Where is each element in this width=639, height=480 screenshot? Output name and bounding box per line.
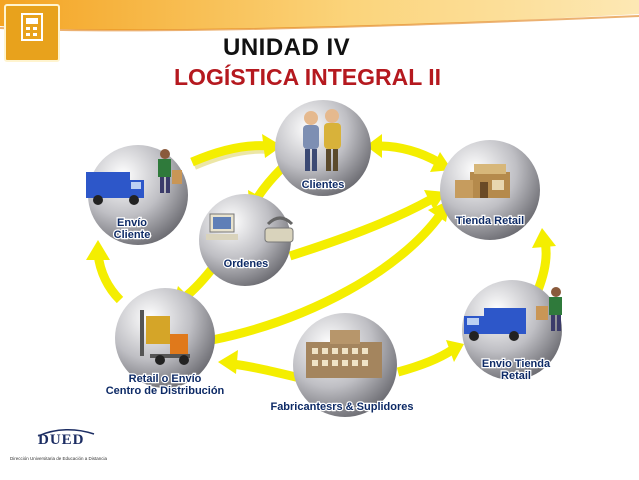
arrow-envio-tienda-to-tienda xyxy=(533,241,551,292)
store-icon xyxy=(455,164,510,198)
label-ordenes: Ordenes xyxy=(224,258,269,270)
unit-title: UNIDAD IV xyxy=(223,34,351,61)
label-line: Cliente xyxy=(114,229,151,241)
arrow-fabricantes-to-envio-tienda xyxy=(396,346,455,377)
label-line: Tienda Retail xyxy=(456,215,524,227)
label-line: Fabricantesrs & Suplidores xyxy=(270,401,413,413)
label-line: Envío xyxy=(117,217,147,229)
label-line: Centro de Distribución xyxy=(106,385,225,397)
arrow-clientes-to-ordenes xyxy=(252,164,286,203)
computer-phone-icon xyxy=(206,213,294,243)
dued-subtitle: Dirección Universitaria de Educación a D… xyxy=(10,456,108,461)
node-fabricantes: Fabricantesrs & Suplidores xyxy=(269,313,415,417)
node-ordenes: Ordenes xyxy=(199,194,294,286)
arrow-centro-to-tienda xyxy=(211,212,444,345)
label-tienda-retail: Tienda Retail xyxy=(456,215,524,227)
people-icon xyxy=(303,109,341,171)
label-line: Ordenes xyxy=(224,258,269,270)
arrow-fabricantes-to-centro xyxy=(231,359,302,383)
arrow-centro-to-envio xyxy=(93,253,124,304)
label-clientes: Clientes xyxy=(302,179,345,191)
university-logo xyxy=(4,4,60,62)
arrow-ordenes-to-tienda xyxy=(288,196,433,261)
node-tienda-retail: Tienda Retail xyxy=(440,140,540,240)
dued-logo: DUED xyxy=(38,432,85,448)
label-line: Clientes xyxy=(302,179,345,191)
node-clientes: Clientes xyxy=(275,100,371,196)
worker-icon xyxy=(158,149,182,193)
truck-icon xyxy=(86,172,144,205)
factory-icon xyxy=(306,330,382,378)
label-line: Retail o Envío xyxy=(129,373,202,385)
label-fabricantes: Fabricantesrs & Suplidores xyxy=(270,401,413,413)
dued-swoosh xyxy=(37,429,95,437)
unit-subtitle: LOGÍSTICA INTEGRAL II xyxy=(174,64,442,90)
forklift-icon xyxy=(140,310,190,365)
label-line: Envio Tienda xyxy=(482,358,551,370)
truck-icon xyxy=(464,308,526,341)
arrow-clientes-tienda xyxy=(377,141,441,166)
label-line: Retail xyxy=(501,370,531,382)
worker-icon xyxy=(536,287,562,331)
